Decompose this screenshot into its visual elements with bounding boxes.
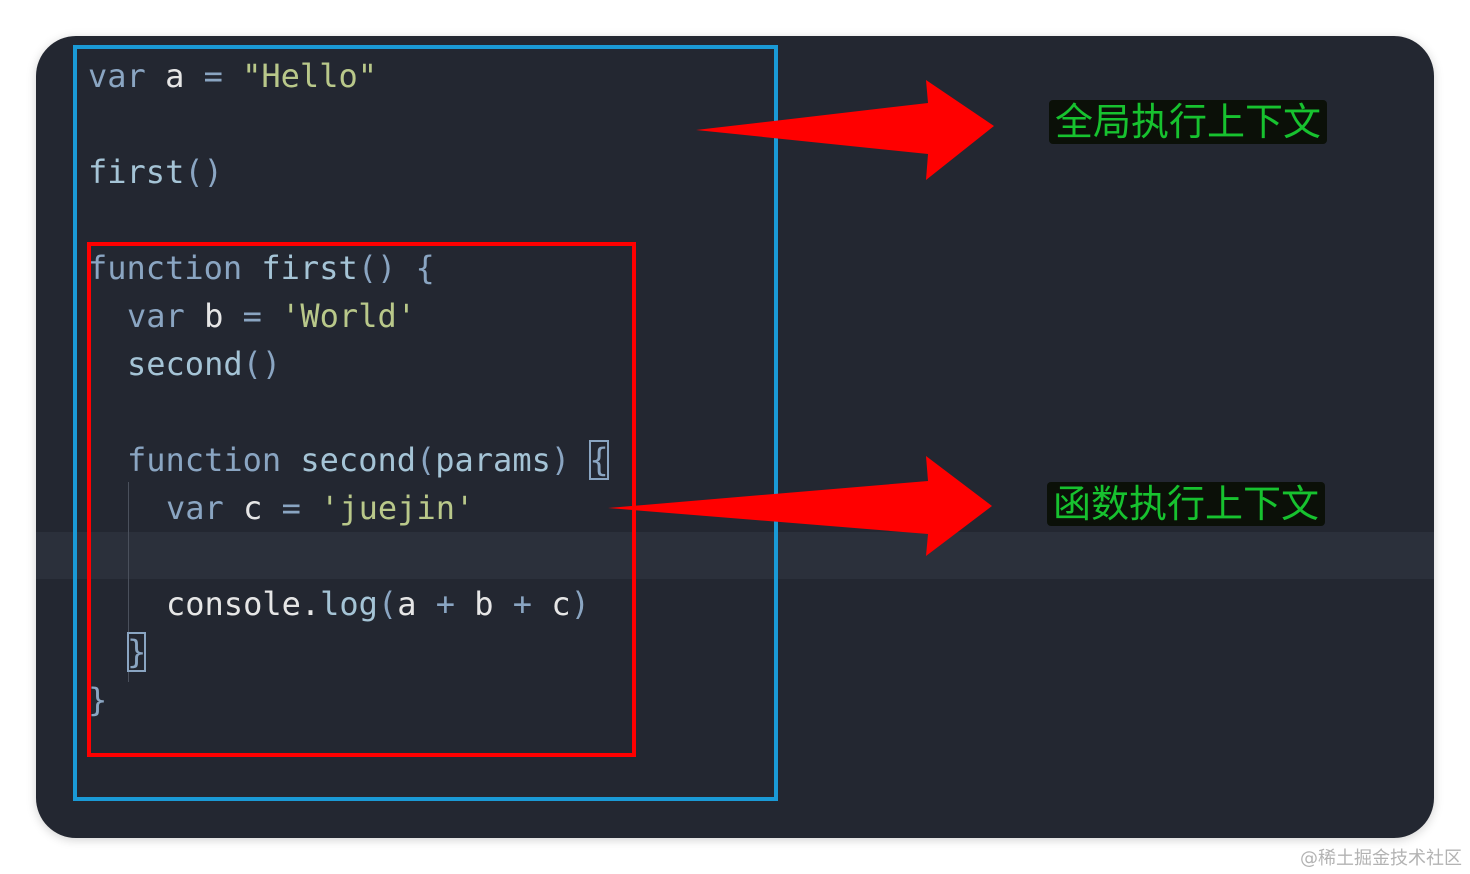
code-line-4: var b = 'World' xyxy=(127,296,416,336)
identifier: c xyxy=(551,585,571,623)
operator: + xyxy=(512,585,533,623)
function-context-label: 函数执行上下文 xyxy=(1047,482,1326,526)
indent-guide xyxy=(128,482,129,682)
dot: . xyxy=(300,585,321,623)
close-paren: ) xyxy=(550,441,571,479)
code-editor: var a = "Hello" first() function first()… xyxy=(36,36,1434,838)
arrows-layer xyxy=(608,80,994,556)
method: log xyxy=(320,585,378,623)
open-paren: ( xyxy=(377,585,398,623)
keyword: var xyxy=(127,297,185,335)
function-name: first xyxy=(261,249,358,287)
operator: = xyxy=(203,57,223,95)
identifier: b xyxy=(474,585,494,623)
open-paren: ( xyxy=(415,441,436,479)
matched-open-brace: { xyxy=(589,440,609,480)
operator: = xyxy=(281,489,301,527)
identifier: a xyxy=(397,585,417,623)
operator: = xyxy=(242,297,262,335)
function-name: second xyxy=(300,441,416,479)
code-line-6: function second(params) { xyxy=(127,440,609,480)
function-context-arrow xyxy=(608,456,992,556)
operator: + xyxy=(435,585,455,623)
object: console xyxy=(166,585,301,623)
watermark: @稀土掘金技术社区 xyxy=(1300,848,1462,869)
global-context-arrow xyxy=(696,80,994,180)
keyword: function xyxy=(127,441,282,479)
function-call: first xyxy=(88,153,185,191)
parens: () xyxy=(242,345,282,383)
string-literal: 'juejin' xyxy=(320,489,475,527)
global-context-box xyxy=(73,45,778,801)
code-line-7: var c = 'juejin' xyxy=(166,488,474,528)
keyword: var xyxy=(88,57,146,95)
current-line-highlight xyxy=(36,532,1434,579)
global-context-label: 全局执行上下文 xyxy=(1049,100,1328,144)
string-literal: 'World' xyxy=(281,297,416,335)
code-line-5: second() xyxy=(127,344,281,384)
identifier: a xyxy=(165,57,185,95)
code-line-9: } xyxy=(127,632,147,672)
parens: () xyxy=(184,153,223,191)
identifier: b xyxy=(204,297,224,335)
code-line-8: console.log(a + b + c) xyxy=(166,584,590,624)
function-context-box xyxy=(87,242,636,757)
parameter: params xyxy=(435,441,551,479)
open-brace: { xyxy=(415,249,435,287)
function-call: second xyxy=(127,345,243,383)
keyword: var xyxy=(166,489,224,527)
close-brace: } xyxy=(88,681,108,719)
code-line-3: function first() { xyxy=(88,248,435,288)
code-line-2: first() xyxy=(88,152,223,192)
code-line-1: var a = "Hello" xyxy=(88,56,377,96)
string-literal: "Hello" xyxy=(242,57,377,95)
keyword: function xyxy=(88,249,243,287)
code-line-10: } xyxy=(88,680,107,720)
close-paren: ) xyxy=(570,585,590,623)
parens: () xyxy=(357,249,397,287)
matched-close-brace: } xyxy=(127,632,147,672)
identifier: c xyxy=(243,489,263,527)
